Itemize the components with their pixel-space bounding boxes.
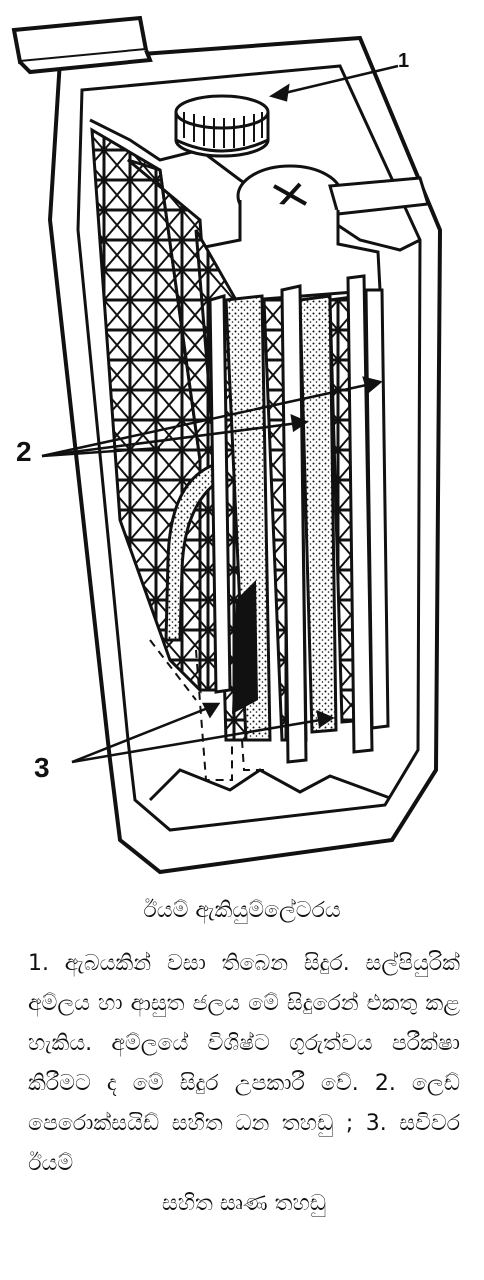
- caption-text: 1. ඇබයකින් වසා තිබෙන සිදුර. සල්පියුරික් …: [28, 951, 460, 1176]
- callout-3: 3: [34, 752, 50, 783]
- plate-straps: [208, 274, 390, 764]
- callout-2: 2: [16, 436, 32, 467]
- battery-cell-illustration: [11, 15, 443, 875]
- caption-body: 1. ඇබයකින් වසා තිබෙන සිදුර. සල්පියුරික් …: [28, 944, 460, 1224]
- leader-lines: [41, 64, 399, 764]
- sediment: [232, 580, 258, 714]
- terminal-bar: [11, 15, 153, 75]
- caption-title: ඊයම් ඇකියුම්ලේටරය: [143, 898, 341, 923]
- terminal-screw: [188, 164, 430, 306]
- hidden-edges: [149, 639, 266, 781]
- caption-last-line: සහිත සෘණ තහඩු: [161, 1191, 327, 1216]
- callout-1: 1: [398, 50, 410, 72]
- filler-cap: [174, 94, 270, 158]
